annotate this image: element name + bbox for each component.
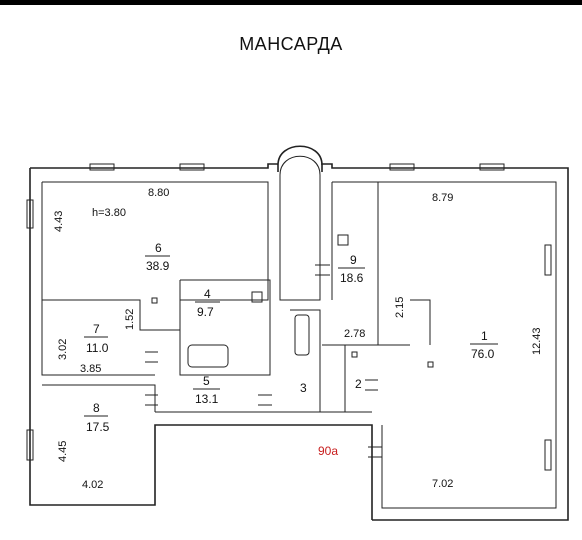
stair-right — [410, 299, 431, 345]
window-top-1 — [89, 163, 115, 171]
dim-room-8-bottom: 4.02 — [82, 479, 103, 491]
dim-room-9-bottom: 2.78 — [344, 328, 365, 340]
room-1-area: 76.0 — [471, 347, 495, 361]
room-4-number: 4 — [204, 287, 211, 301]
dim-top-left: 8.80 — [148, 187, 169, 199]
room-4-walls — [179, 279, 271, 376]
stair-corridor — [279, 155, 321, 301]
room-3-walls — [290, 309, 321, 412]
door-marks — [145, 264, 434, 458]
dim-right: 12.43 — [531, 327, 543, 355]
room-8-top — [42, 384, 156, 412]
room-1-walls — [378, 181, 557, 509]
room-5-area: 13.1 — [195, 392, 219, 406]
room-8-area: 17.5 — [86, 420, 110, 434]
outer-walls — [29, 145, 569, 521]
bay-window-arch — [277, 145, 323, 166]
dim-room-9: 2.15 — [394, 297, 406, 318]
window-top-4 — [479, 163, 505, 171]
labels: 8.80 4.43 h=3.80 6 38.9 8.79 12.43 1 76.… — [53, 187, 543, 491]
dim-room-7-bottom: 3.85 — [80, 363, 101, 375]
room-8-number: 8 — [93, 401, 100, 415]
window-top-3 — [389, 163, 415, 171]
room-5-number: 5 — [203, 374, 210, 388]
top-border — [0, 0, 582, 5]
room-2-number: 2 — [355, 377, 362, 391]
room-7-area: 11.0 — [86, 341, 109, 355]
windows — [26, 163, 552, 471]
plan-title: МАНСАРДА — [239, 34, 343, 54]
window-right-2 — [544, 439, 552, 471]
room-6-left — [41, 182, 155, 376]
room-7-number: 7 — [93, 322, 100, 336]
dim-room-8-left: 4.45 — [57, 441, 69, 462]
room-4-area: 9.7 — [197, 305, 214, 319]
window-right-1 — [544, 244, 552, 276]
room-90a-label: 90a — [318, 444, 338, 458]
room-3-number: 3 — [300, 381, 307, 395]
dim-bottom-right: 7.02 — [432, 478, 453, 490]
wall-right — [321, 163, 569, 521]
sink-9 — [337, 234, 349, 246]
height-note: h=3.80 — [92, 207, 126, 219]
interior-walls — [41, 155, 557, 509]
room-2-walls — [344, 345, 372, 413]
dim-room-7-left: 3.02 — [57, 339, 69, 360]
dim-top-right: 8.79 — [432, 192, 453, 204]
dim-room-7-right: 1.52 — [124, 309, 136, 330]
window-top-2 — [179, 163, 205, 171]
bathtub — [187, 344, 229, 368]
room-9-number: 9 — [350, 253, 357, 267]
bathtub-small — [294, 314, 310, 356]
room-6-number: 6 — [155, 241, 162, 255]
dim-left-top: 4.43 — [53, 211, 65, 232]
wall-top-left — [30, 163, 279, 172]
room-9-area: 18.6 — [340, 271, 364, 285]
toilet-4 — [251, 291, 263, 303]
room-1-number: 1 — [481, 329, 488, 343]
room-9-walls — [332, 181, 410, 346]
wall-bottom — [29, 168, 373, 520]
room-6-area: 38.9 — [146, 259, 170, 273]
window-left-1 — [26, 199, 34, 229]
room-7-top — [42, 299, 180, 331]
window-left-2 — [26, 429, 34, 461]
